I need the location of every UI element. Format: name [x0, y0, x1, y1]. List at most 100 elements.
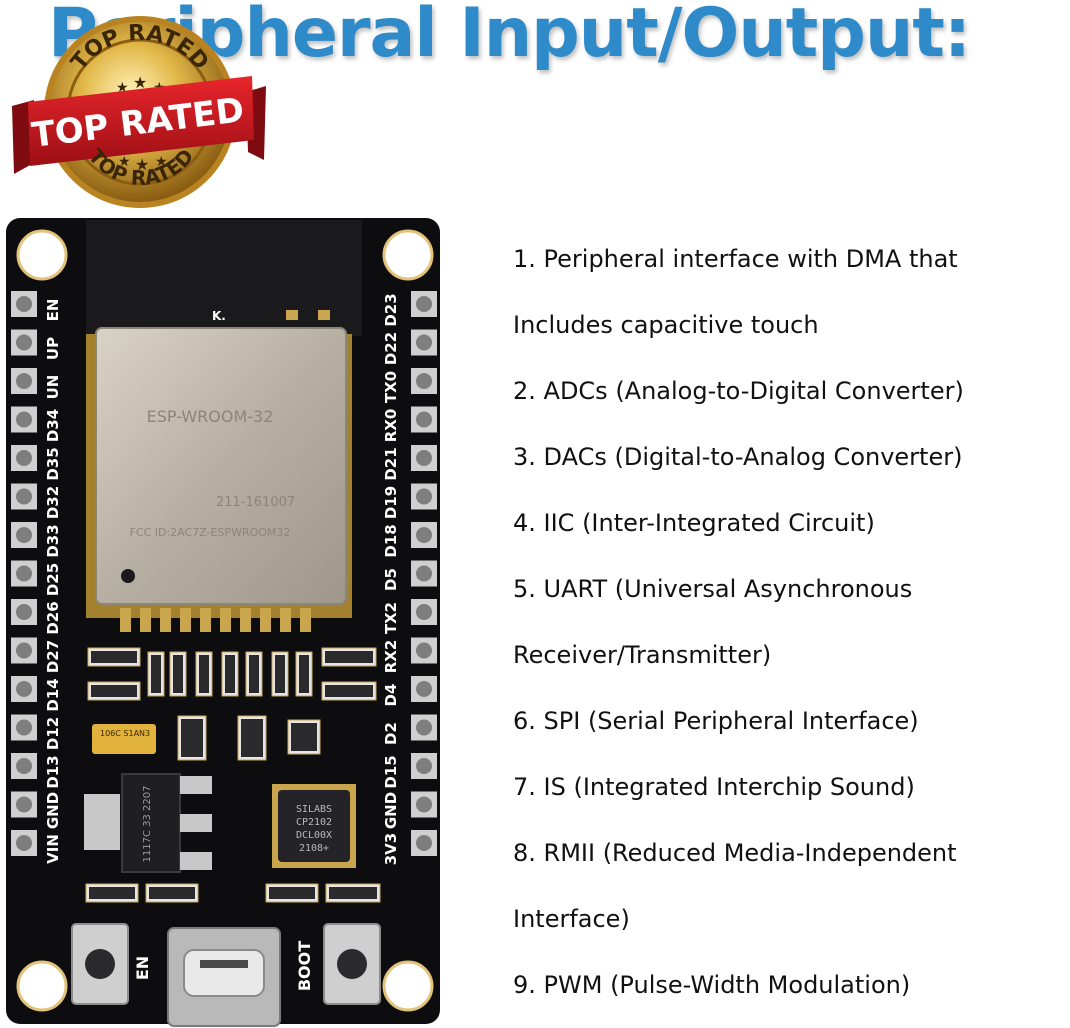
header-pin-hole: [16, 334, 32, 351]
module-pad: [160, 608, 171, 632]
pin-label: D32: [44, 486, 62, 519]
smd-body: [91, 651, 137, 663]
header-pin-hole: [16, 488, 32, 505]
pin-label: UP: [44, 337, 62, 360]
module-label: ESP-WROOM-32: [147, 407, 274, 426]
feature-item: 5. UART (Universal Asynchronous: [513, 575, 913, 603]
header-pin-hole: [416, 373, 432, 389]
pin-label: D26: [44, 601, 62, 634]
pin-label: EN: [44, 299, 62, 322]
smd-body: [199, 655, 209, 693]
pin-label: GND: [44, 792, 62, 829]
header-pin-hole: [416, 796, 432, 813]
header-pin-hole: [16, 604, 32, 620]
smd-body: [173, 655, 183, 693]
svg-text:★: ★: [133, 73, 147, 92]
svg-text:★: ★: [135, 155, 149, 174]
header-pin-hole: [416, 604, 432, 620]
header-pin-hole: [416, 488, 432, 505]
svg-text:★: ★: [155, 154, 168, 170]
module-bottom-pads: [120, 608, 311, 632]
module-pad: [140, 608, 151, 632]
header-pin-hole: [16, 835, 32, 851]
header-pin-hole: [16, 719, 32, 736]
en-button: [71, 923, 129, 1005]
feature-item: 4. IIC (Inter-Integrated Circuit): [513, 509, 875, 537]
smd-body: [275, 655, 285, 693]
header-pin-hole: [16, 565, 32, 582]
header-pin-hole: [416, 411, 432, 428]
left-pin-labels: ENUPUND34D35D32D33D25D26D27D14D12D13GNDV…: [44, 299, 62, 864]
smd-body: [91, 685, 137, 697]
feature-item: 2. ADCs (Analog-to-Digital Converter): [513, 377, 964, 405]
pin-label: UN: [44, 375, 62, 400]
module-pad: [260, 608, 271, 632]
smd-body: [181, 719, 203, 757]
header-pin-hole: [416, 565, 432, 582]
pin-label: D2: [382, 722, 400, 745]
feature-item: 1. Peripheral interface with DMA that: [513, 245, 958, 273]
smd-body: [329, 887, 377, 899]
header-pin-hole: [16, 527, 32, 543]
pin-label: D5: [382, 568, 400, 591]
micro-usb-port: [167, 927, 281, 1027]
module-dot: [121, 569, 135, 583]
header-pin-hole: [16, 758, 32, 774]
mounting-holes: [16, 229, 434, 1012]
boot-button: [323, 923, 381, 1005]
capacitor-label: 106C S1AN3: [100, 729, 150, 738]
header-pin-hole: [416, 758, 432, 774]
smd-body: [249, 655, 259, 693]
header-pin-hole: [416, 296, 432, 312]
boot-button-label: BOOT: [295, 941, 314, 991]
header-pin-hole: [416, 527, 432, 543]
module-pad: [120, 608, 131, 632]
feature-item: 6. SPI (Serial Peripheral Interface): [513, 707, 919, 735]
top-rated-badge: TOP RATED ★★★ TOP RATED ★★★ TOP RATED: [12, 16, 266, 208]
header-pin-hole: [16, 450, 32, 466]
header-pin-hole: [416, 719, 432, 736]
feature-item: Interface): [513, 905, 630, 933]
left-pin-header: [11, 291, 37, 856]
tantalum-capacitor: [92, 724, 156, 754]
antenna-area: [86, 220, 362, 336]
smd-body: [149, 887, 195, 899]
feature-item: Includes capacitive touch: [513, 311, 819, 339]
pin-label: TX2: [382, 602, 400, 634]
module-id: 211-161007: [216, 495, 295, 510]
feature-item: 7. IS (Integrated Interchip Sound): [513, 773, 915, 801]
header-pin-hole: [416, 681, 432, 697]
header-pin-hole: [16, 373, 32, 389]
pin-label: D18: [382, 524, 400, 557]
pin-label: D14: [44, 678, 62, 711]
esp-wroom-32-shield: [95, 327, 347, 605]
pin-label: VIN: [44, 834, 62, 864]
regulator-label: 1117C 33 2207: [142, 786, 153, 863]
feature-item: 8. RMII (Reduced Media-Independent: [513, 839, 957, 867]
pin-label: GND: [382, 792, 400, 829]
module-pad: [300, 608, 311, 632]
smd-body: [269, 887, 315, 899]
module-fcc: FCC ID:2AC7Z-ESPWROOM32: [130, 526, 291, 539]
pin-label: D22: [382, 332, 400, 365]
smd-body: [225, 655, 235, 693]
cp2102-chip: [272, 784, 356, 868]
header-pin-hole: [416, 835, 432, 851]
feature-item: Receiver/Transmitter): [513, 641, 772, 669]
module-pad: [240, 608, 251, 632]
header-pin-hole: [16, 296, 32, 312]
pin-label: RX2: [382, 640, 400, 674]
star-row-bottom: ★★★: [118, 154, 168, 174]
pin-label: D25: [44, 563, 62, 596]
smd-body: [325, 685, 373, 697]
pin-label: D34: [44, 409, 62, 442]
chip-label-line: SILABS: [296, 804, 332, 815]
feature-item: 3. DACs (Digital-to-Analog Converter): [513, 443, 963, 471]
header-pin-hole: [16, 642, 32, 659]
module-pad: [180, 608, 191, 632]
smd-body: [325, 651, 373, 663]
pin-label: 3V3: [382, 833, 400, 865]
voltage-regulator: [84, 773, 212, 873]
right-pin-labels: D23D22TX0RX0D21D19D18D5TX2RX2D4D2D15GND3…: [382, 293, 400, 865]
